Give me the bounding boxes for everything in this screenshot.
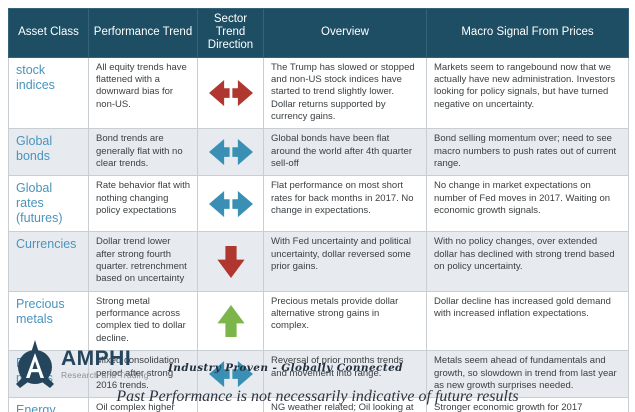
overview-text: Precious metals provide dollar alternati…: [263, 290, 427, 352]
left-right-arrow-icon: [208, 190, 253, 217]
table-header-row: Asset Class Performance Trend Sector Tre…: [8, 8, 629, 58]
overview-text: Global bonds have been flat around the w…: [263, 128, 427, 177]
macro-signal-text: Metals seem ahead of fundamentals and gr…: [426, 350, 629, 399]
overview-text: The Trump has slowed or stopped and non-…: [263, 56, 427, 130]
sector-trend-cell: [197, 350, 264, 399]
table-row: Base metalsMixed consolidation period af…: [8, 350, 629, 399]
sector-trend-cell: [197, 231, 264, 292]
overview-text: With Fed uncertainty and political uncer…: [263, 231, 427, 292]
performance-trend-text: Rate behavior flat with nothing changing…: [88, 175, 198, 233]
macro-signal-text: Markets seem to rangebound now that we a…: [426, 56, 629, 130]
left-right-arrow-icon: [208, 79, 253, 107]
performance-trend-text: All equity trends have flattened with a …: [88, 56, 198, 130]
column-header-performance-trend: Performance Trend: [88, 8, 198, 58]
sector-trend-cell: [197, 175, 264, 233]
macro-signal-text: With no policy changes, over extended do…: [426, 231, 629, 292]
column-header-overview: Overview: [263, 8, 427, 58]
performance-trend-text: Strong metal performance across complex …: [88, 290, 198, 352]
column-header-asset-class: Asset Class: [8, 8, 89, 58]
amphi-logo-icon: [16, 340, 54, 388]
macro-signal-text: No change in market expectations on numb…: [426, 175, 629, 233]
macro-signal-text: Dollar decline has increased gold demand…: [426, 290, 629, 352]
brand-subtitle: Research and Trading: [61, 370, 149, 380]
overview-text: Reversal of prior months trends and move…: [263, 350, 427, 399]
asset-class-label: Global bonds: [8, 128, 89, 177]
asset-class-label: stock indices: [8, 56, 89, 130]
amphi-brand: AMPHI Research and Trading: [14, 340, 149, 388]
performance-trend-text: Mixed consolidation period after strong …: [88, 350, 198, 399]
macro-signal-text: Stronger economic growth for 2017 reduci…: [426, 397, 629, 412]
brand-text: AMPHI Research and Trading: [61, 348, 149, 380]
sector-trend-cell: [197, 56, 264, 130]
sector-trend-cell: [197, 290, 264, 352]
overview-text: Flat performance on most short rates for…: [263, 175, 427, 233]
disclaimer-text: Past Performance is not necessarily indi…: [116, 388, 519, 405]
column-header-sector-trend-direction: Sector Trend Direction: [197, 8, 264, 58]
footer: AMPHI Research and Trading Industry Prov…: [0, 336, 635, 412]
asset-class-label: Currencies: [8, 231, 89, 292]
macro-signal-text: Bond selling momentum over; need to see …: [426, 128, 629, 177]
left-right-arrow-icon: [208, 139, 253, 166]
column-header-macro-signal: Macro Signal From Prices: [426, 8, 629, 58]
brand-name: AMPHI: [61, 347, 132, 370]
table-row: Global rates (futures)Rate behavior flat…: [8, 175, 629, 233]
performance-trend-text: Bond trends are generally flat with no c…: [88, 128, 198, 177]
performance-trend-text: Dollar trend lower after strong fourth q…: [88, 231, 198, 292]
sector-trend-cell: [197, 128, 264, 177]
down-arrow-icon: [216, 245, 245, 278]
left-right-arrow-icon: [208, 361, 253, 388]
asset-class-table: Asset Class Performance Trend Sector Tre…: [8, 8, 629, 412]
brand-tagline: Industry Proven - Globally Connected: [168, 362, 403, 374]
asset-class-label: Global rates (futures): [8, 175, 89, 233]
up-arrow-icon: [216, 304, 245, 337]
